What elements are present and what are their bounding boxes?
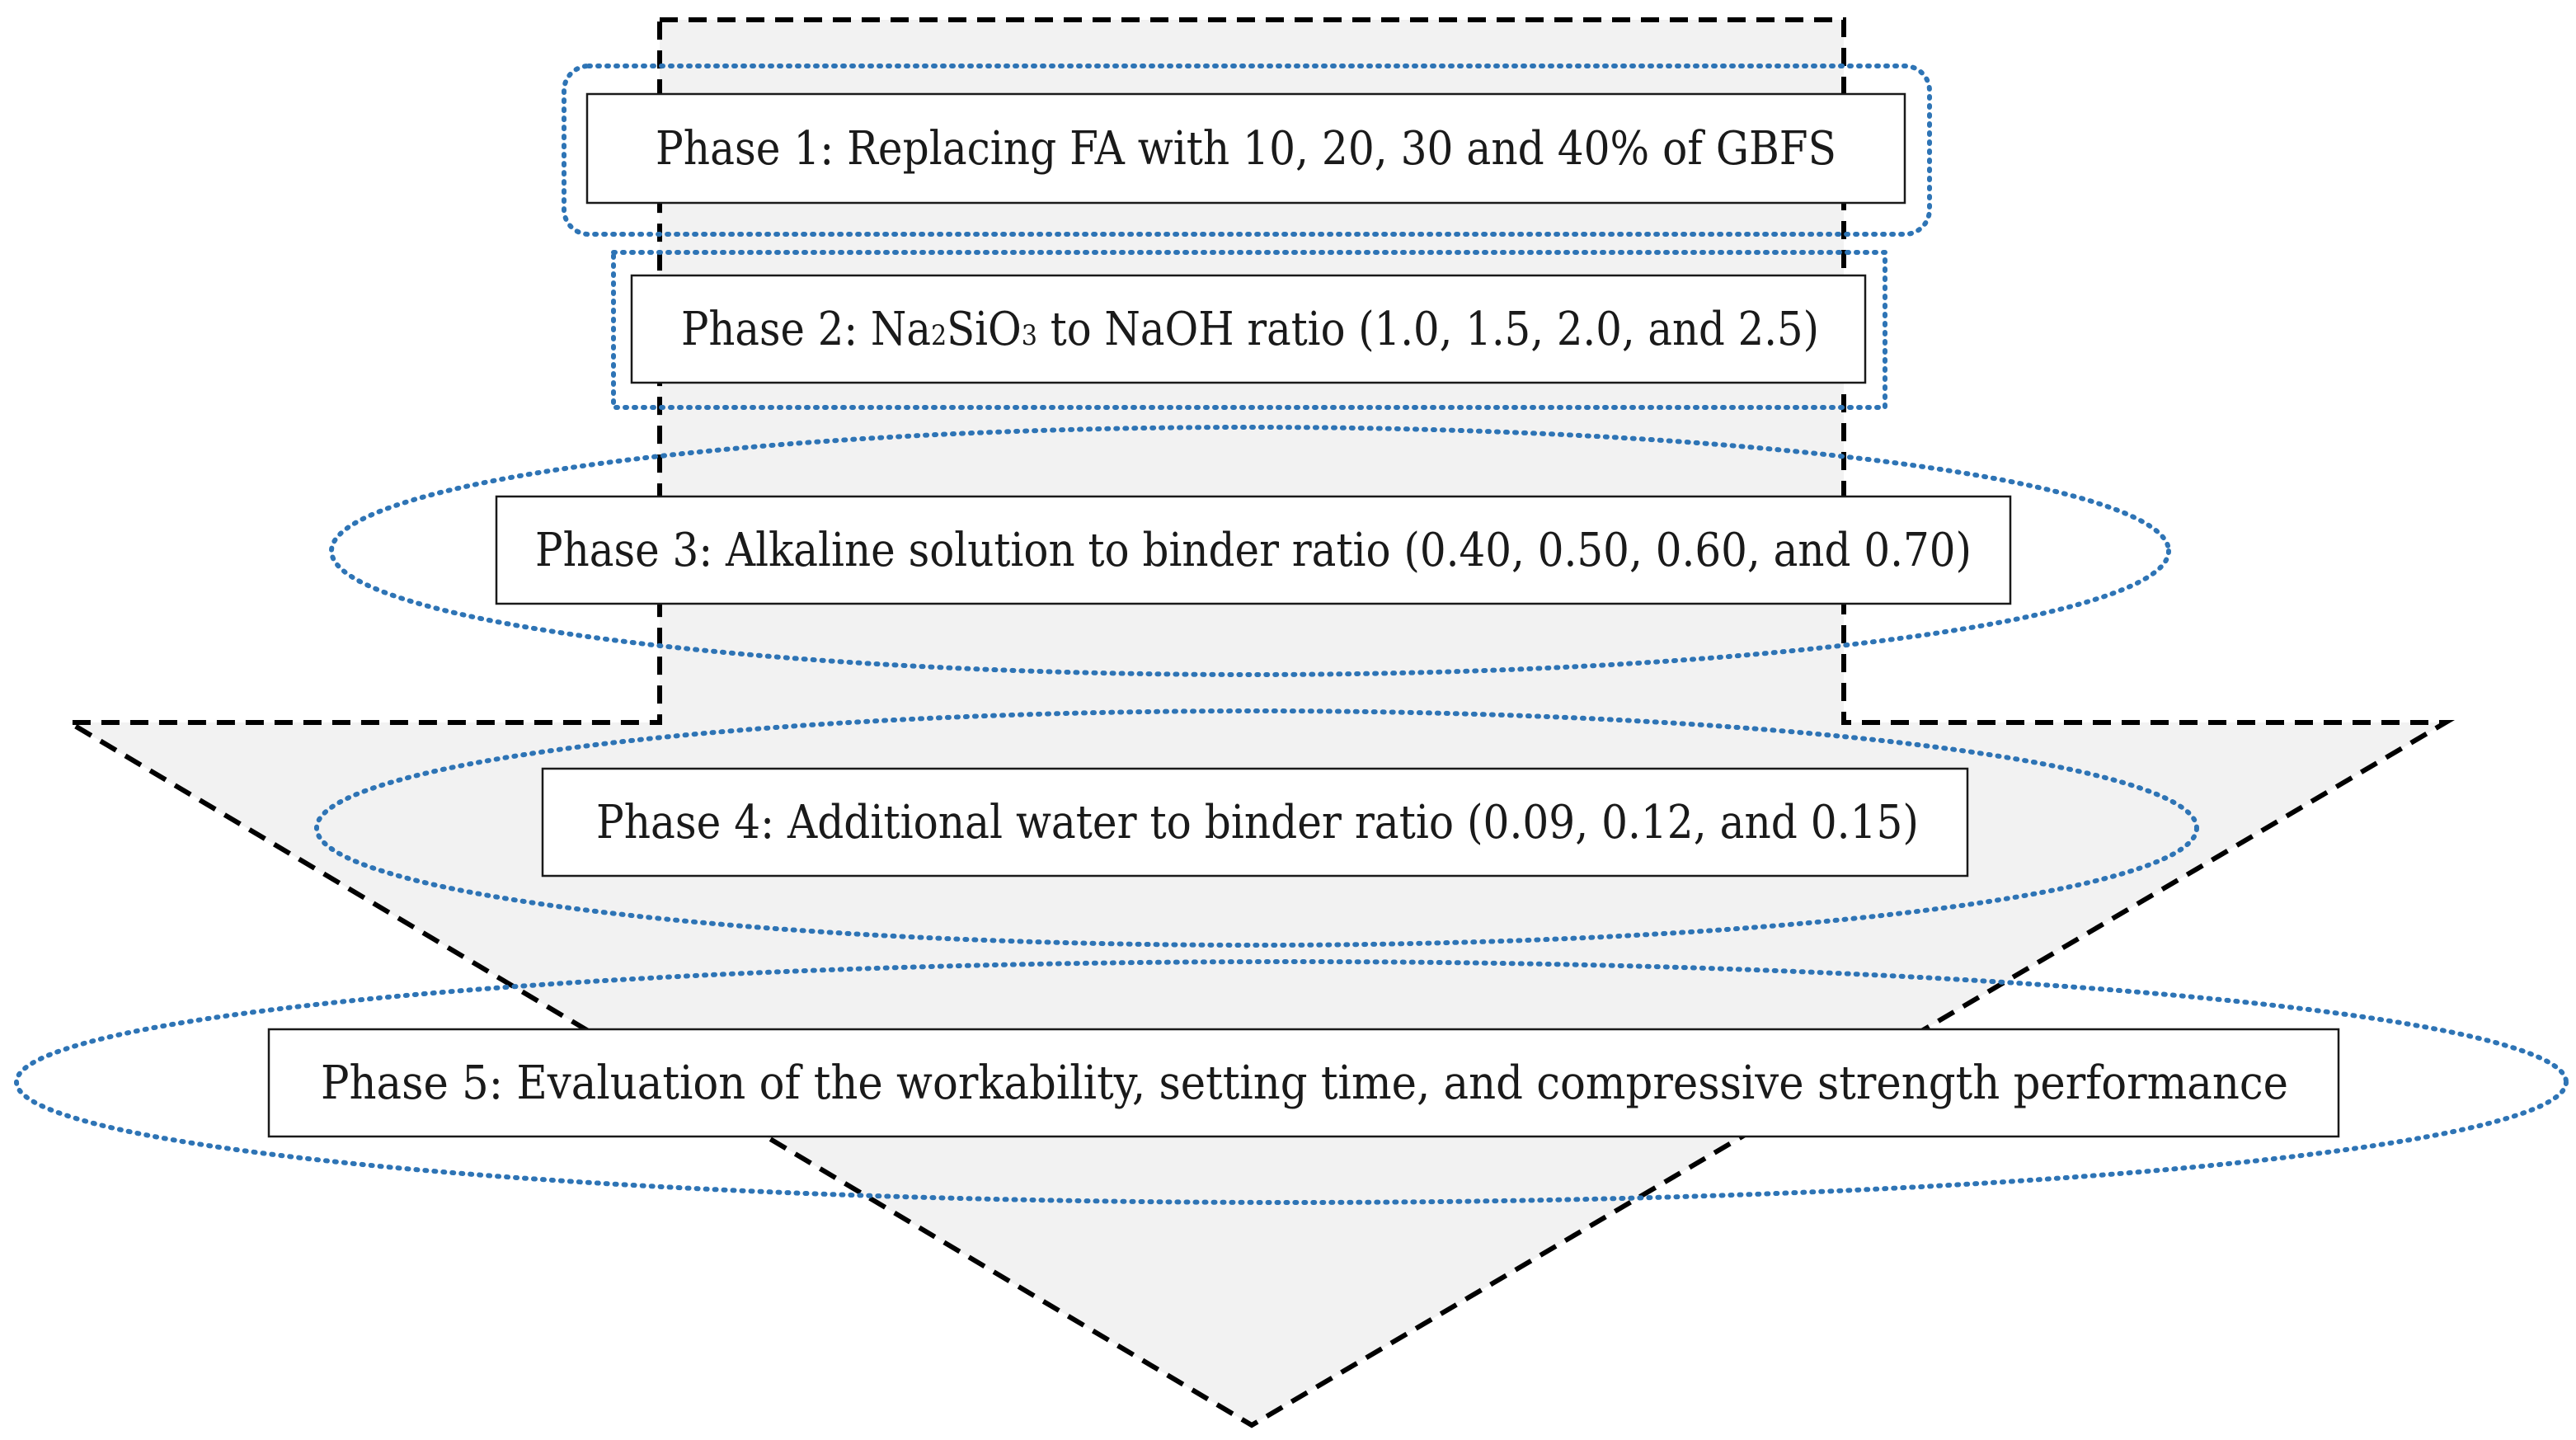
phase-3-text: Phase 3: Alkaline solution to binder rat… [535, 524, 1972, 577]
phase-1-label: Phase 1: [656, 122, 834, 176]
phase-4-highlight-outline [314, 708, 2199, 948]
phase-1-description: Replacing FA with 10, 20, 30 and 40% of … [847, 122, 1836, 176]
phase-5-highlight-outline [14, 959, 2569, 1205]
phase-2-text: Phase 2: Na2SiO3 to NaOH ratio (1.0, 1.5… [681, 303, 1819, 356]
phase-3-highlight-outline [329, 425, 2171, 677]
phase-2-subscript-2: 2 [931, 319, 947, 352]
phase-5-label: Phase 5: [321, 1056, 503, 1110]
phase-2-label: Phase 2: [681, 303, 858, 356]
phase-3-description: Alkaline solution to binder ratio (0.40,… [725, 524, 1972, 577]
phase-3-box [495, 495, 2012, 605]
phase-3-label: Phase 3: [535, 524, 712, 577]
phase-2: Phase 2: Na2SiO3 to NaOH ratio (1.0, 1.5… [611, 250, 1887, 410]
downward-arrow [60, 17, 2456, 1428]
phase-2-box [630, 274, 1867, 384]
phase-2-text-rest: to NaOH ratio (1.0, 1.5, 2.0, and 2.5) [1037, 303, 1819, 356]
phase-5-text: Phase 5: Evaluation of the workability, … [321, 1056, 2288, 1110]
phase-4-box [541, 767, 1969, 878]
phase-1-box [585, 92, 1906, 205]
phase-5-box [267, 1028, 2340, 1138]
phase-2-text-sio: SiO [947, 303, 1022, 356]
phase-1: Phase 1: Replacing FA with 10, 20, 30 an… [562, 64, 1932, 237]
phase-5-description: Evaluation of the workability, setting t… [516, 1056, 2288, 1110]
phase-1-highlight-outline [562, 64, 1932, 237]
phase-4-label: Phase 4: [596, 796, 774, 849]
phase-2-highlight-outline [611, 250, 1887, 410]
phase-4-description: Additional water to binder ratio (0.09, … [787, 796, 1919, 849]
phase-4: Phase 4: Additional water to binder rati… [314, 708, 2199, 948]
phase-2-subscript-3: 3 [1022, 319, 1037, 352]
phase-1-text: Phase 1: Replacing FA with 10, 20, 30 an… [656, 122, 1836, 176]
phase-5: Phase 5: Evaluation of the workability, … [14, 959, 2569, 1205]
phase-2-text-na: Na [871, 303, 931, 356]
phase-4-text: Phase 4: Additional water to binder rati… [596, 796, 1919, 849]
phase-3: Phase 3: Alkaline solution to binder rat… [329, 425, 2171, 677]
